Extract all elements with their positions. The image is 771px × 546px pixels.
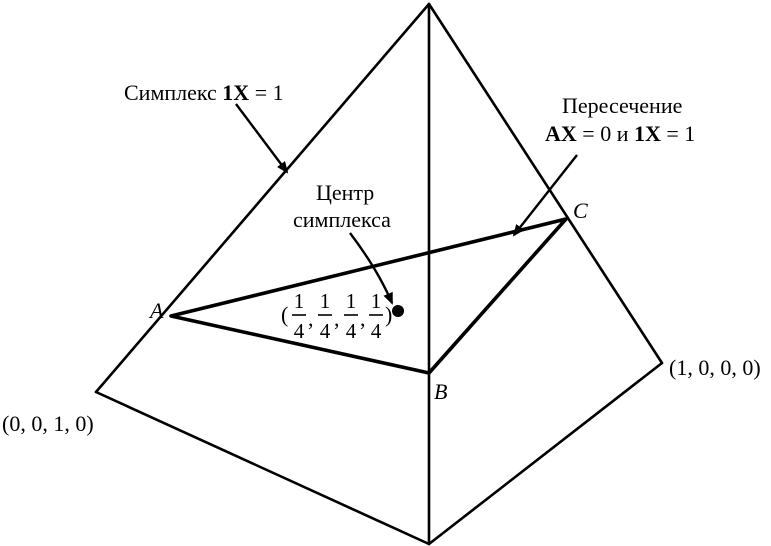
center-label-arrow xyxy=(349,232,394,305)
fraction-4-numerator: 1 xyxy=(371,289,382,313)
intersection-label-line2: AX = 0 и 1X = 1 xyxy=(545,121,695,146)
center-label-line2: симплекса xyxy=(293,207,391,232)
intersection-triangle xyxy=(169,217,568,375)
simplex-tetrahedron xyxy=(94,2,664,546)
intersection-label-line1: Пересечение xyxy=(562,93,682,118)
vertex-c-label: C xyxy=(573,198,588,223)
edge-top-right xyxy=(427,2,664,365)
center-coord-open-paren: ( xyxy=(281,302,288,327)
fraction-3-denominator: 4 xyxy=(346,319,357,343)
intersection-label-arrow xyxy=(512,154,578,237)
edge-right-bottom xyxy=(427,361,664,546)
fraction-4-denominator: 4 xyxy=(371,319,382,343)
center-coord-close-paren: ) xyxy=(385,302,392,327)
edge-top-left xyxy=(94,2,431,394)
fraction-2-numerator: 1 xyxy=(320,289,331,313)
fraction-1-denominator: 4 xyxy=(294,319,305,343)
center-coordinates: ( 1 4 , 1 4 , 1 4 , 1 4 ) xyxy=(281,289,392,343)
fraction-3-numerator: 1 xyxy=(346,289,357,313)
center-coord-comma-1: , xyxy=(308,306,314,331)
simplex-label: Симплекс 1X = 1 xyxy=(124,80,284,105)
simplex-center-point xyxy=(392,305,404,317)
simplex-label-arrow xyxy=(235,103,289,174)
center-label-line1: Центр xyxy=(316,180,374,205)
fraction-1-numerator: 1 xyxy=(294,289,305,313)
center-coord-comma-3: , xyxy=(360,306,366,331)
vertex-b-label: B xyxy=(434,379,447,404)
edge-left-bottom xyxy=(94,390,431,546)
vertex-a-label: A xyxy=(148,298,164,323)
coord-left-label: (0, 0, 1, 0) xyxy=(2,411,94,436)
coord-right-label: (1, 0, 0, 0) xyxy=(669,355,761,380)
center-coord-comma-2: , xyxy=(334,306,340,331)
fraction-2-denominator: 4 xyxy=(320,319,331,343)
